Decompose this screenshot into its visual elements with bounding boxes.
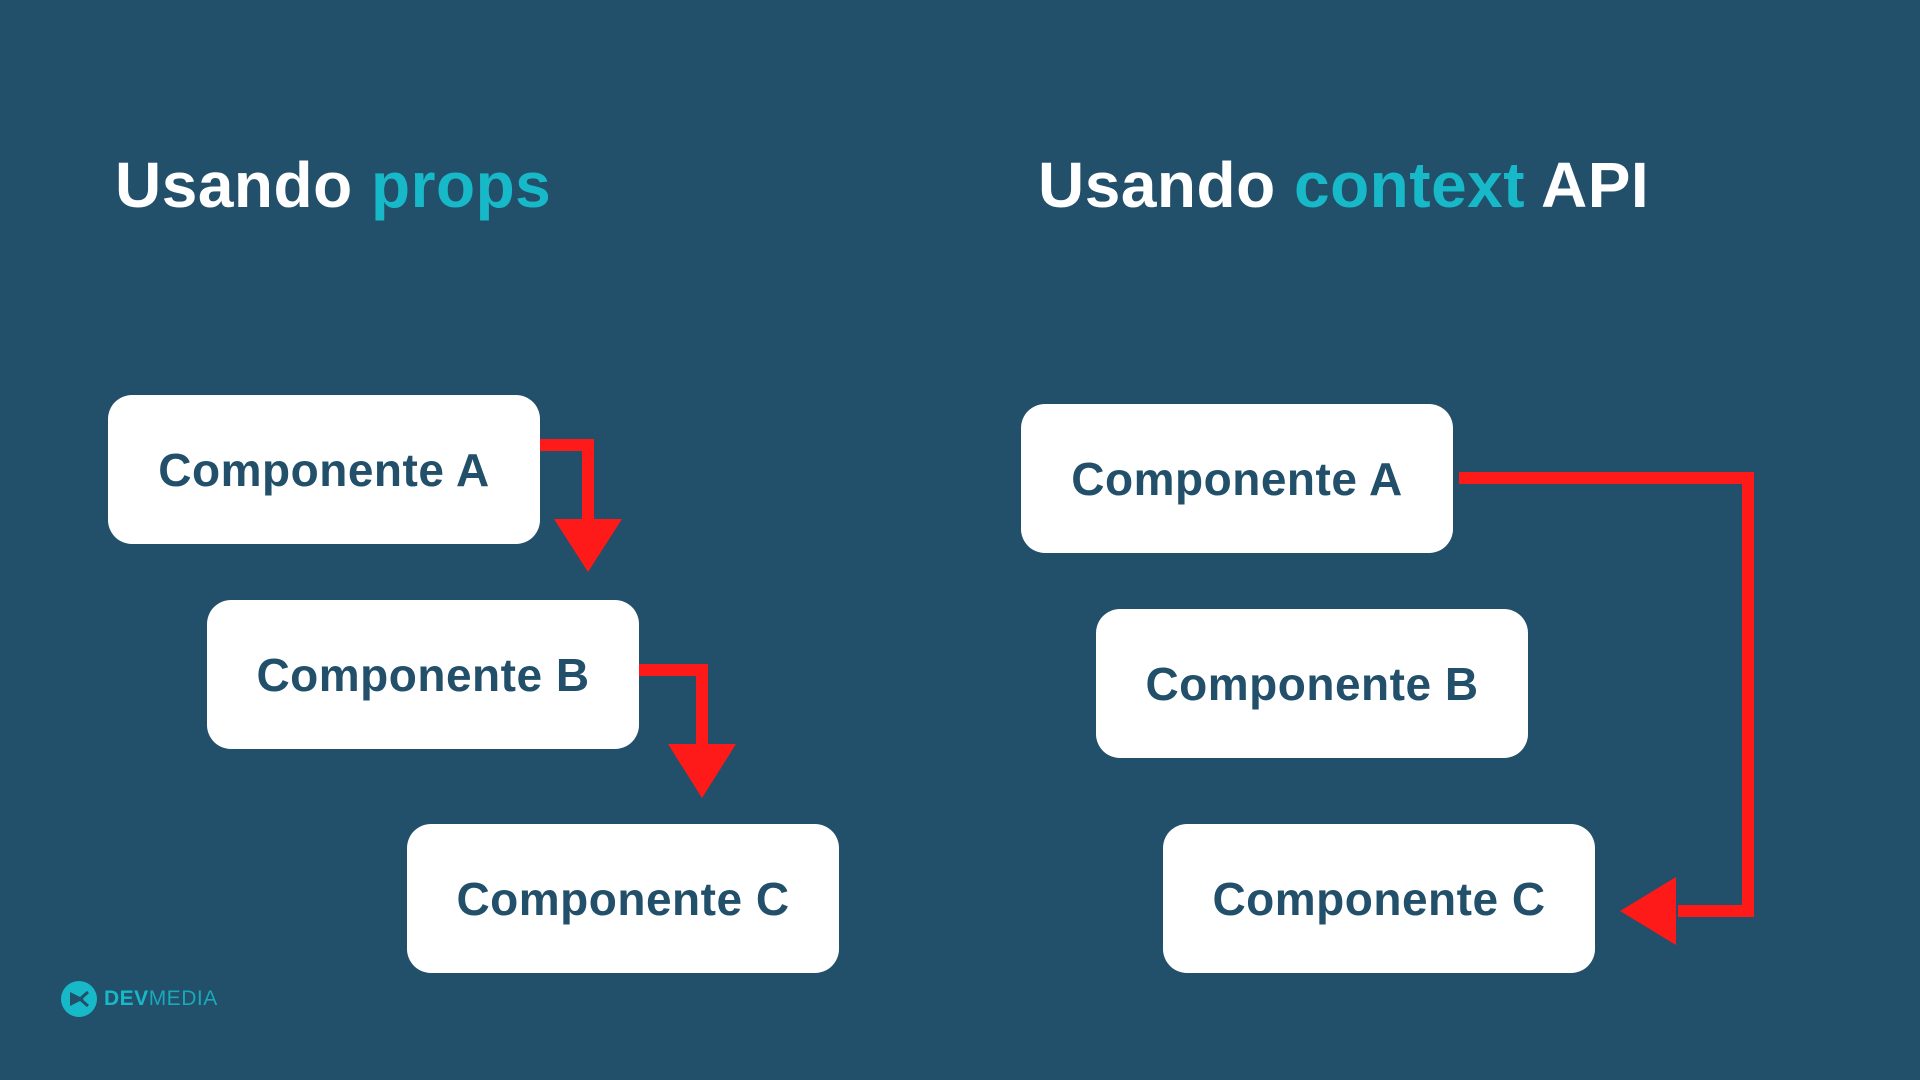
context-component-c-label: Componente C [1212,872,1546,925]
props-component-a-label: Componente A [158,443,490,496]
props-title-accent: props [370,149,552,221]
props-component-a-box: Componente A [108,395,540,544]
props-component-b-box: Componente B [207,600,639,749]
props-component-c-label: Componente C [456,872,790,925]
arrow-a-to-b [540,439,622,572]
context-component-a-label: Componente A [1071,452,1403,505]
context-component-a-box: Componente A [1021,404,1453,553]
context-component-c-box: Componente C [1163,824,1595,973]
context-title-accent: context [1293,149,1526,221]
context-component-b-box: Componente B [1096,609,1528,758]
context-title-prefix: Usando [1038,149,1276,221]
props-component-b-label: Componente B [256,648,590,701]
arrow-b-to-c [639,664,736,798]
context-api-title: Usando context API [1038,145,1649,225]
devmedia-logo-text: DEVMEDIA [104,987,218,1010]
devmedia-logo-icon [61,981,97,1017]
context-title-suffix: API [1540,149,1650,221]
context-component-b-label: Componente B [1145,657,1479,710]
props-title-prefix: Usando [115,149,353,221]
devmedia-logo: DEVMEDIA [60,980,218,1018]
props-title: Usando props [115,145,551,225]
props-component-c-box: Componente C [407,824,839,973]
